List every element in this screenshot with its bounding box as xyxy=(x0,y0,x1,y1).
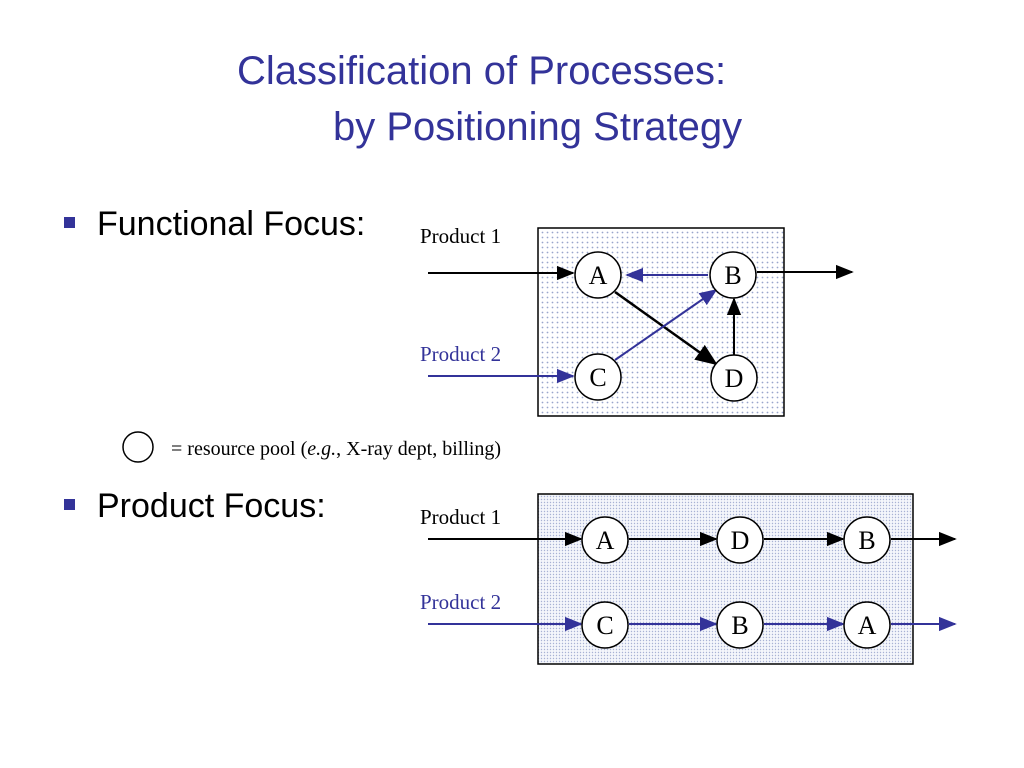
legend-prefix: = resource pool ( xyxy=(171,438,308,460)
legend-italic: e.g. xyxy=(307,438,336,460)
row2-node-1: C xyxy=(581,601,629,649)
node-d: D xyxy=(710,354,758,402)
legend: = resource pool (e.g., X-ray dept, billi… xyxy=(122,431,501,463)
square-bullet-icon xyxy=(64,498,75,510)
node-c-label: C xyxy=(589,363,606,392)
bullet-functional-focus: Functional Focus: xyxy=(64,205,365,244)
node-b: B xyxy=(709,251,757,299)
row1-node-2: D xyxy=(716,516,764,564)
node-a: A xyxy=(574,251,622,299)
node-c: C xyxy=(574,353,622,401)
a-to-d-arrow xyxy=(614,290,718,366)
c-to-b-arrow xyxy=(614,288,718,361)
node-d-label: D xyxy=(725,364,744,393)
product-2-label: Product 2 xyxy=(420,342,501,366)
row2-node-3: A xyxy=(843,601,891,649)
node-b-label: B xyxy=(724,261,741,290)
row2-node-2: B xyxy=(716,601,764,649)
bullet-label: Functional Focus: xyxy=(97,205,366,243)
row1-node-2-label: D xyxy=(731,526,750,555)
row2-node-1-label: C xyxy=(596,611,613,640)
functional-diagram: Product 1 Product 2 A B C D xyxy=(420,224,854,417)
bullet-product-focus: Product Focus: xyxy=(64,487,326,526)
title-line-1: Classification of Processes: xyxy=(237,49,727,93)
product-1-label: Product 1 xyxy=(420,224,501,248)
legend-text: = resource pool (e.g., X-ray dept, billi… xyxy=(171,438,501,460)
row2-node-2-label: B xyxy=(731,611,748,640)
title-line-2: by Positioning Strategy xyxy=(333,105,743,149)
node-a-label: A xyxy=(589,261,608,290)
row1-node-3-label: B xyxy=(858,526,875,555)
product-2-label: Product 2 xyxy=(420,590,501,614)
square-bullet-icon xyxy=(64,216,75,228)
row1-node-1-label: A xyxy=(596,526,615,555)
row2-node-3-label: A xyxy=(858,611,877,640)
product-diagram: Product 1 Product 2 A D B C xyxy=(420,493,957,665)
legend-suffix: , X-ray dept, billing) xyxy=(336,438,501,460)
row1-node-1: A xyxy=(581,516,629,564)
bullet-label: Product Focus: xyxy=(97,487,326,525)
product-1-label: Product 1 xyxy=(420,505,501,529)
row1-node-3: B xyxy=(843,516,891,564)
resource-pool-circle-icon xyxy=(122,431,154,463)
